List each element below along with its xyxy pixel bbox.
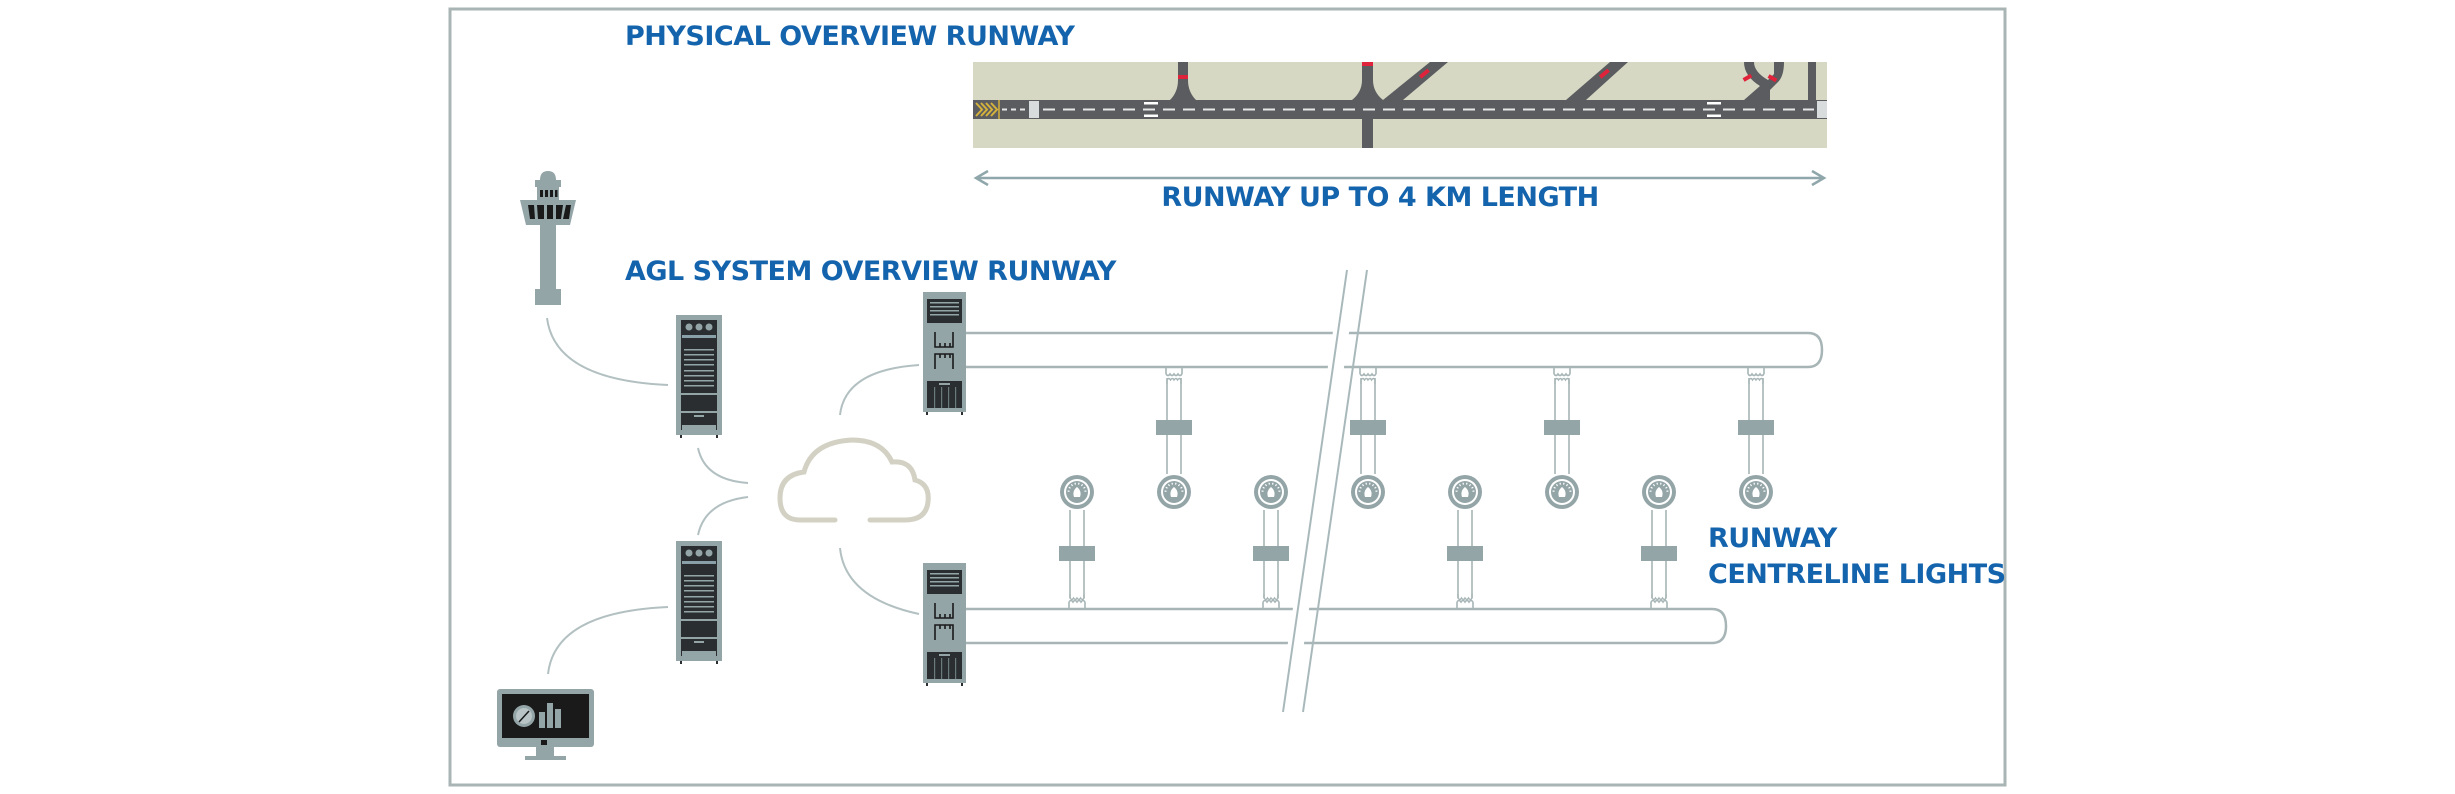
agl-overview-title: AGL SYSTEM OVERVIEW RUNWAY xyxy=(625,256,1117,287)
stop-bar xyxy=(1742,73,1753,82)
network-connections xyxy=(546,317,920,675)
cloud-icon xyxy=(777,437,931,523)
stop-bars xyxy=(1178,62,1778,83)
server-rack-icon xyxy=(676,541,722,664)
touchdown-zone-markings xyxy=(1144,102,1721,117)
blast-pad-chevrons xyxy=(975,102,999,117)
runway-length-arrow xyxy=(973,169,1827,187)
server-rack-icon xyxy=(676,315,722,438)
centreline-light-assembly xyxy=(1447,475,1483,610)
physical-overview-title: PHYSICAL OVERVIEW RUNWAY xyxy=(625,21,1075,52)
series-circuit-lower xyxy=(966,607,1728,645)
runway-light-icon xyxy=(1060,475,1094,509)
isolation-transformer-icon xyxy=(1059,510,1095,610)
stop-bar xyxy=(1418,68,1430,79)
taxiway-fillet xyxy=(1170,80,1196,100)
stop-bar xyxy=(1178,75,1188,79)
rapid-exit-taxiway xyxy=(1383,62,1448,100)
diagram-frame xyxy=(448,7,2007,787)
centreline-light-assembly xyxy=(1738,366,1774,509)
centreline-light-assembly xyxy=(1641,475,1677,610)
threshold-marking xyxy=(1029,101,1039,118)
server-rack-icon xyxy=(923,563,966,686)
series-circuit-upper xyxy=(966,331,1824,369)
monitor-to-rack-link xyxy=(547,606,669,675)
taxiway-fillet xyxy=(1352,80,1383,100)
taxiway xyxy=(1808,62,1816,107)
stop-bar xyxy=(1767,74,1778,83)
taxiway-fork xyxy=(1744,62,1784,100)
runway-plan-view xyxy=(973,62,1827,148)
isolation-transformer-icon xyxy=(1253,510,1289,610)
runway-surface xyxy=(973,100,1827,119)
runway-light-icon xyxy=(1739,475,1773,509)
cloud-to-rack-link xyxy=(839,364,920,416)
server-rack-icon xyxy=(923,292,966,415)
rack-to-cloud-link xyxy=(697,447,749,484)
isolation-transformer-icon xyxy=(1641,510,1677,610)
control-tower-icon xyxy=(520,171,576,305)
monitor-dashboard-icon xyxy=(497,689,594,760)
rack-to-cloud-link xyxy=(697,496,749,536)
runway-length-label: RUNWAY UP TO 4 KM LENGTH xyxy=(1161,182,1598,213)
isolation-transformer-icon xyxy=(1156,366,1192,474)
centreline-light-assembly xyxy=(1059,475,1095,610)
rapid-exit-taxiway xyxy=(1566,62,1628,100)
runway-light-icon xyxy=(1157,475,1191,509)
centreline-label-line1: RUNWAY xyxy=(1708,523,1838,554)
cloud-to-rack-link xyxy=(839,547,920,615)
stop-bar xyxy=(1598,68,1610,79)
centreline-label-line2: CENTRELINE LIGHTS xyxy=(1708,559,2006,590)
runway-light-icon xyxy=(1642,475,1676,509)
runway-light-icon xyxy=(1254,475,1288,509)
isolation-transformer-icon xyxy=(1350,366,1386,474)
centreline-light-assembly xyxy=(1156,366,1192,509)
runway-light-icon xyxy=(1545,475,1579,509)
distance-break-marks xyxy=(1278,268,1368,714)
tower-to-rack-link xyxy=(546,317,669,386)
runway-light-icon xyxy=(1351,475,1385,509)
centreline-light-assembly xyxy=(1253,475,1289,610)
isolation-transformer-icon xyxy=(1447,510,1483,610)
isolation-transformer-icon xyxy=(1544,366,1580,474)
isolation-transformer-icon xyxy=(1738,366,1774,474)
threshold-marking xyxy=(1817,101,1827,118)
centreline-light-assembly xyxy=(1350,366,1386,509)
runway-light-icon xyxy=(1448,475,1482,509)
stop-bar xyxy=(1362,62,1373,66)
centreline-light-assembly xyxy=(1544,366,1580,509)
